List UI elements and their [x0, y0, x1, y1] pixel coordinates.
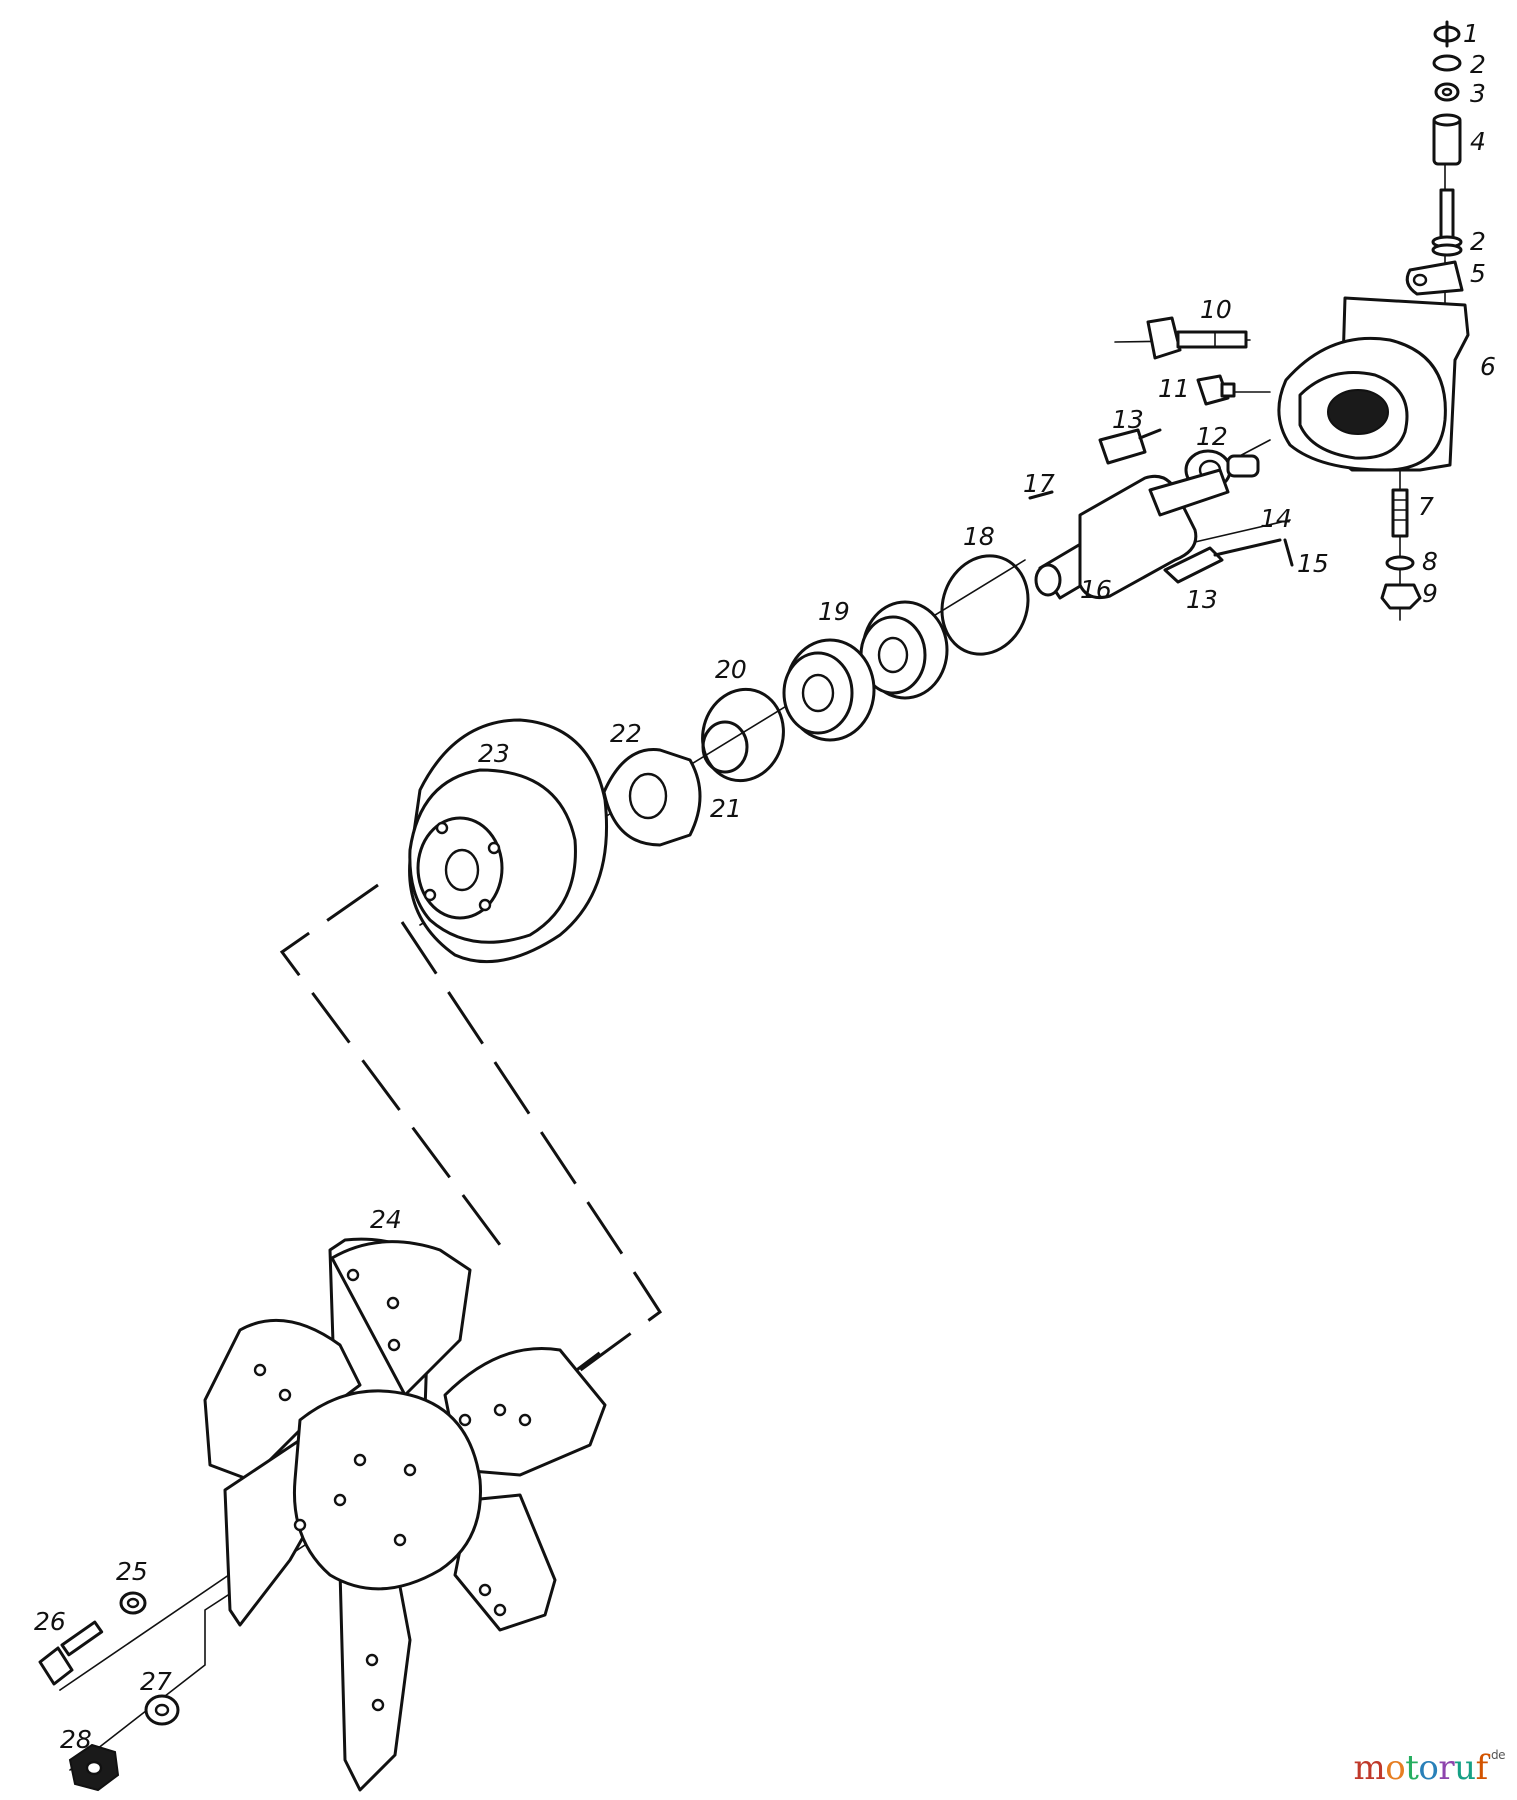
callout-9: 9: [1422, 579, 1438, 608]
part-20-ring: [701, 687, 785, 783]
callout-17: 17: [1023, 469, 1055, 498]
part-27-washer: [144, 1694, 180, 1726]
watermark-letter: u: [1454, 1748, 1476, 1788]
part-3-ring: [1434, 82, 1460, 102]
callout-1: 1: [1463, 19, 1479, 48]
part-19-bearings: [782, 600, 949, 742]
callout-8: 8: [1422, 547, 1438, 576]
callout-12: 12: [1196, 422, 1228, 451]
callout-15: 15: [1297, 549, 1329, 578]
callout-labels: 1 2 3 4 2 5 6 7 8 9 10 11 12 13 13 14 15…: [34, 19, 1496, 1754]
callout-22: 22: [610, 719, 642, 748]
callout-13: 13: [1112, 405, 1144, 434]
callout-2: 2: [1470, 227, 1486, 256]
callout-26: 26: [34, 1607, 66, 1636]
part-2-washer-top: [1432, 54, 1462, 72]
callout-4: 4: [1470, 127, 1486, 156]
part-21-ring: [701, 720, 749, 774]
part-22-spacer: [602, 748, 702, 847]
part-13-clip-upper: [1098, 428, 1162, 465]
callout-28: 28: [60, 1725, 92, 1754]
part-10-bolt: [1146, 316, 1248, 360]
motoruf-watermark: motoruf.de: [1353, 1748, 1506, 1788]
part-17-key: [1028, 490, 1054, 500]
part-11-plug: [1196, 374, 1236, 406]
part-15-screw: [1283, 538, 1294, 567]
part-26-bolt: [38, 1620, 104, 1686]
part-6-housing: [1277, 296, 1470, 472]
part-24-fan: [203, 1237, 607, 1792]
watermark-letter: o: [1418, 1748, 1439, 1788]
watermark-letter: o: [1385, 1748, 1406, 1788]
part-8-washer: [1385, 555, 1415, 571]
part-23-pulley: [408, 718, 609, 964]
callout-14: 14: [1260, 504, 1292, 533]
callout-23: 23: [478, 739, 510, 768]
callout-21: 21: [710, 794, 742, 823]
part-1-nut: [1433, 20, 1461, 48]
part-13-clip-lower: [1163, 546, 1224, 584]
callout-27: 27: [140, 1667, 172, 1696]
watermark-letter: f: [1475, 1748, 1489, 1788]
watermark-letter: m: [1353, 1748, 1386, 1788]
part-5-lever: [1405, 260, 1464, 296]
callout-16: 16: [1080, 575, 1112, 604]
callout-10: 10: [1200, 295, 1232, 324]
watermark-letter: t: [1405, 1748, 1419, 1788]
callout-5: 5: [1470, 259, 1486, 288]
callout-3: 3: [1470, 79, 1486, 108]
callout-11: 11: [1158, 374, 1190, 403]
part-4-sleeve: [1432, 113, 1462, 166]
callout-19: 19: [818, 597, 850, 626]
callout-20: 20: [715, 655, 747, 684]
watermark-letter: r: [1438, 1748, 1455, 1788]
callout-24: 24: [370, 1205, 402, 1234]
callout-18: 18: [963, 522, 995, 551]
part-16-shaft: [1034, 468, 1230, 600]
part-14-pin: [1213, 538, 1282, 557]
callout-13: 13: [1186, 585, 1218, 614]
part-28-nut: [68, 1743, 120, 1792]
callout-7: 7: [1418, 492, 1434, 521]
part-25-washer: [119, 1591, 147, 1615]
part-2-washer-lower: [1431, 235, 1463, 257]
callout-25: 25: [116, 1557, 148, 1586]
callout-6: 6: [1480, 352, 1496, 381]
watermark-suffix: .de: [1487, 1748, 1506, 1762]
part-9-nut: [1380, 583, 1422, 610]
part-18-snap-ring: [940, 554, 1030, 656]
part-7-stud: [1391, 488, 1409, 538]
callout-2: 2: [1470, 50, 1486, 79]
